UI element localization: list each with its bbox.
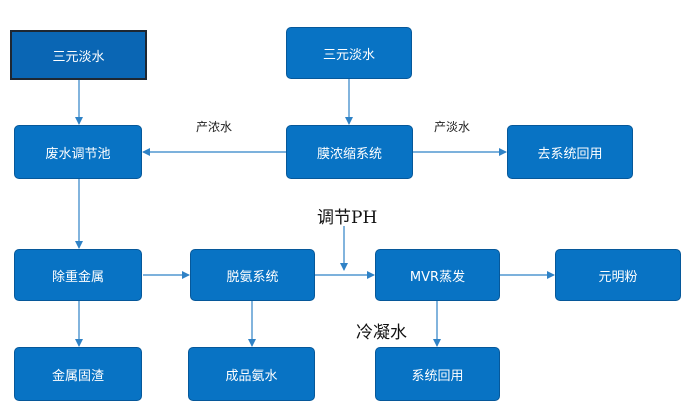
node-product: 成品氨水	[188, 347, 315, 401]
node-pool: 废水调节池	[14, 125, 142, 179]
node-reuse2: 系统回用	[375, 347, 500, 401]
edge-label-condensate: 冷凝水	[356, 323, 407, 343]
node-ammonia: 脱氨系统	[190, 249, 315, 301]
node-mvr: MVR蒸发	[375, 249, 500, 301]
edge-label-fresh: 产淡水	[434, 120, 471, 134]
node-heavy: 除重金属	[14, 249, 142, 301]
node-salt: 元明粉	[555, 249, 681, 301]
node-reuse1: 去系统回用	[507, 125, 633, 179]
node-membrane: 膜浓缩系统	[286, 125, 413, 179]
node-src2: 三元淡水	[286, 27, 412, 79]
node-src1: 三元淡水	[10, 30, 147, 80]
edge-label-concentrate: 产浓水	[196, 120, 233, 134]
edge-label-adjust-ph: 调节PH	[317, 208, 378, 228]
node-residue: 金属固渣	[14, 347, 142, 401]
